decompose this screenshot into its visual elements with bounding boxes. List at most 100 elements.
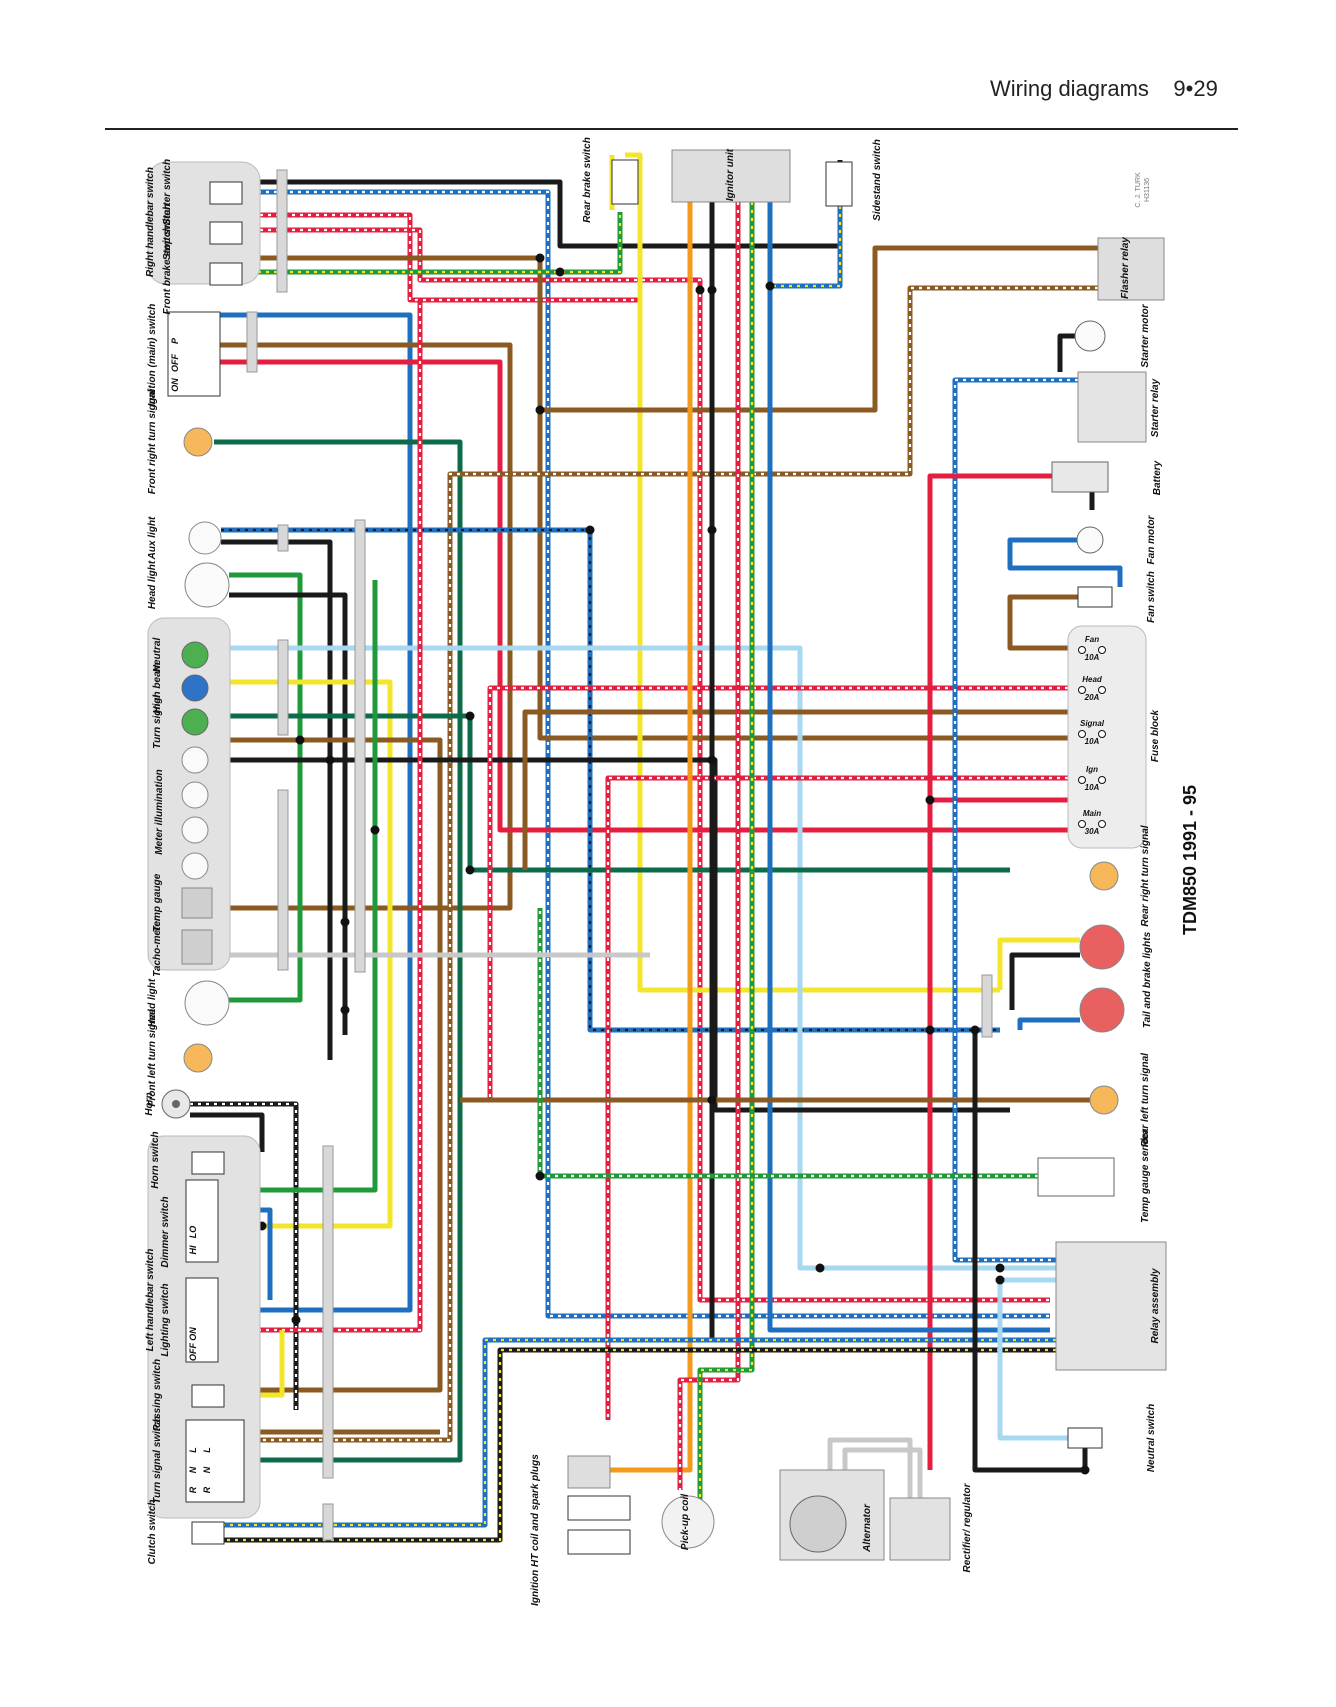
wire-fan-blue	[1007, 537, 1123, 587]
credit-line-1: H31136	[1144, 178, 1151, 202]
wire-rh-brown	[250, 255, 1130, 741]
neutral-lamp	[181, 641, 209, 669]
junction-16	[340, 1005, 350, 1015]
label-meter-illumination: Meter illumination	[154, 769, 165, 855]
wire-relay-blue-yellow	[224, 1337, 1056, 1528]
clutch-switch-contact	[191, 1521, 225, 1545]
turnsw-pos-5: L	[202, 1447, 212, 1453]
junction-5	[707, 285, 717, 295]
fuse-name: Fan	[1085, 635, 1099, 644]
wire-fuse-head-red-tracer	[488, 686, 1068, 1100]
wire-rh-red-white-2	[196, 227, 1050, 1303]
front-brake-switch-contact	[209, 262, 243, 286]
fuse-name: Main	[1083, 809, 1101, 818]
high-beam-lamp	[181, 674, 209, 702]
connector-panel-2	[277, 789, 289, 971]
label-tail-brake: Tail and brake lights	[1142, 931, 1153, 1028]
label-relay-assembly: Relay assembly	[1150, 1268, 1161, 1343]
tail-brake-bulb-2	[1079, 987, 1125, 1033]
label-aux-light: Aux light	[147, 516, 158, 560]
wire-ignitor-orange	[600, 202, 693, 1473]
wire-layer	[190, 152, 1133, 1543]
starter-switch-contact	[209, 181, 243, 205]
meter-lamp-4	[181, 852, 209, 880]
fan-switch-contact	[1077, 586, 1113, 608]
label-turn-signal-switch: Turn signal switch	[152, 1416, 163, 1504]
label-flasher-relay: Flasher relay	[1120, 237, 1131, 299]
wire-starter-black	[1057, 333, 1078, 372]
page-header: Wiring diagrams 9•29	[990, 76, 1218, 102]
lighting-switch-body	[185, 1277, 219, 1363]
turn-signal-switch-body	[185, 1419, 245, 1503]
label-temp-sender: Temp gauge sender	[1140, 1128, 1151, 1223]
meter-lamp-2	[181, 781, 209, 809]
temp-sender-box	[1037, 1157, 1115, 1197]
turnsw-pos-0: R	[188, 1486, 198, 1493]
dimmer-pos-lo: LO	[188, 1226, 198, 1239]
wire-flasher-brown-white	[260, 285, 1098, 1443]
alternator-rotor	[789, 1495, 847, 1553]
lighting-pos-off: OFF	[188, 1343, 198, 1361]
junction-0	[535, 253, 545, 263]
fuse-terminal-left	[1078, 646, 1086, 654]
junction-21	[995, 1263, 1005, 1273]
junction-17	[925, 795, 935, 805]
fuse-terminal-right	[1098, 776, 1106, 784]
label-right-handlebar-switch: Right handlebar switch	[145, 167, 156, 277]
wire-fuse-sig-brown	[522, 709, 1068, 870]
ignitor-unit-box	[671, 149, 791, 203]
junction-19	[970, 1025, 980, 1035]
rear-brake-switch-contact	[611, 159, 639, 205]
turnsw-pos-1: R	[202, 1486, 212, 1493]
relay-assembly-box	[1055, 1241, 1167, 1371]
ht-coil-box	[567, 1455, 611, 1489]
label-starter-relay: Starter relay	[1150, 378, 1161, 437]
fuse-rating: 10A	[1085, 783, 1100, 792]
turn-signal-lamp	[181, 708, 209, 736]
credit-line-0: C. J. TURK	[1135, 172, 1142, 208]
fuse-rating: 20A	[1084, 693, 1100, 702]
label-high-beam: High beam	[152, 662, 163, 713]
wire-dimmer-green	[218, 580, 378, 1193]
fuse-name: Ign	[1086, 765, 1098, 774]
label-fan-switch: Fan switch	[1146, 571, 1157, 623]
label-stop-switch: Stop switch	[162, 204, 173, 260]
horn-center	[172, 1100, 180, 1108]
label-neutral: Neutral	[152, 638, 163, 673]
wire-rh-green-yellow-tracer	[250, 212, 622, 274]
junction-12	[370, 825, 380, 835]
wire-fan-brown	[1007, 594, 1078, 651]
label-front-right-turn: Front right turn signal	[147, 390, 158, 495]
connector-ign	[246, 311, 258, 373]
label-front-brake-switch: Front brake switch	[162, 226, 173, 315]
fuse-name: Head	[1082, 675, 1103, 684]
flasher-relay-box	[1097, 237, 1165, 301]
label-tachometer: Tacho-meter	[152, 916, 163, 977]
label-sidestand-switch: Sidestand switch	[872, 139, 883, 221]
junction-11	[465, 865, 475, 875]
label-pickup-coil: Pick-up coil	[680, 1494, 691, 1550]
dimmer-switch-body	[185, 1179, 219, 1263]
wire-horn-black	[190, 1112, 265, 1152]
turnsw-pos-4: L	[188, 1447, 198, 1453]
passing-switch-contact	[191, 1384, 225, 1408]
ignition-switch-body	[167, 311, 221, 397]
junction-15	[340, 917, 350, 927]
fuse-terminal-right	[1098, 730, 1106, 738]
wire-sidestand-blue-yellow-tracer	[770, 206, 842, 288]
wire-tail-yellow	[997, 937, 1080, 990]
junction-20	[995, 1275, 1005, 1285]
label-lighting-switch: Lighting switch	[160, 1283, 171, 1356]
wire-ignitor-red-white-tracer	[678, 202, 740, 1490]
neutral-switch-contact	[1067, 1427, 1103, 1449]
wire-starter-blue-white-tracer	[953, 378, 1078, 1262]
turnsw-pos-3: N	[202, 1466, 212, 1473]
meter-lamp-3	[181, 816, 209, 844]
label-turn-signal: Turn signal	[152, 695, 163, 749]
label-front-left-turn: Front left turn signal	[147, 1009, 158, 1106]
wire-rh-green-yellow	[250, 212, 623, 275]
component-layer	[147, 149, 1167, 1561]
